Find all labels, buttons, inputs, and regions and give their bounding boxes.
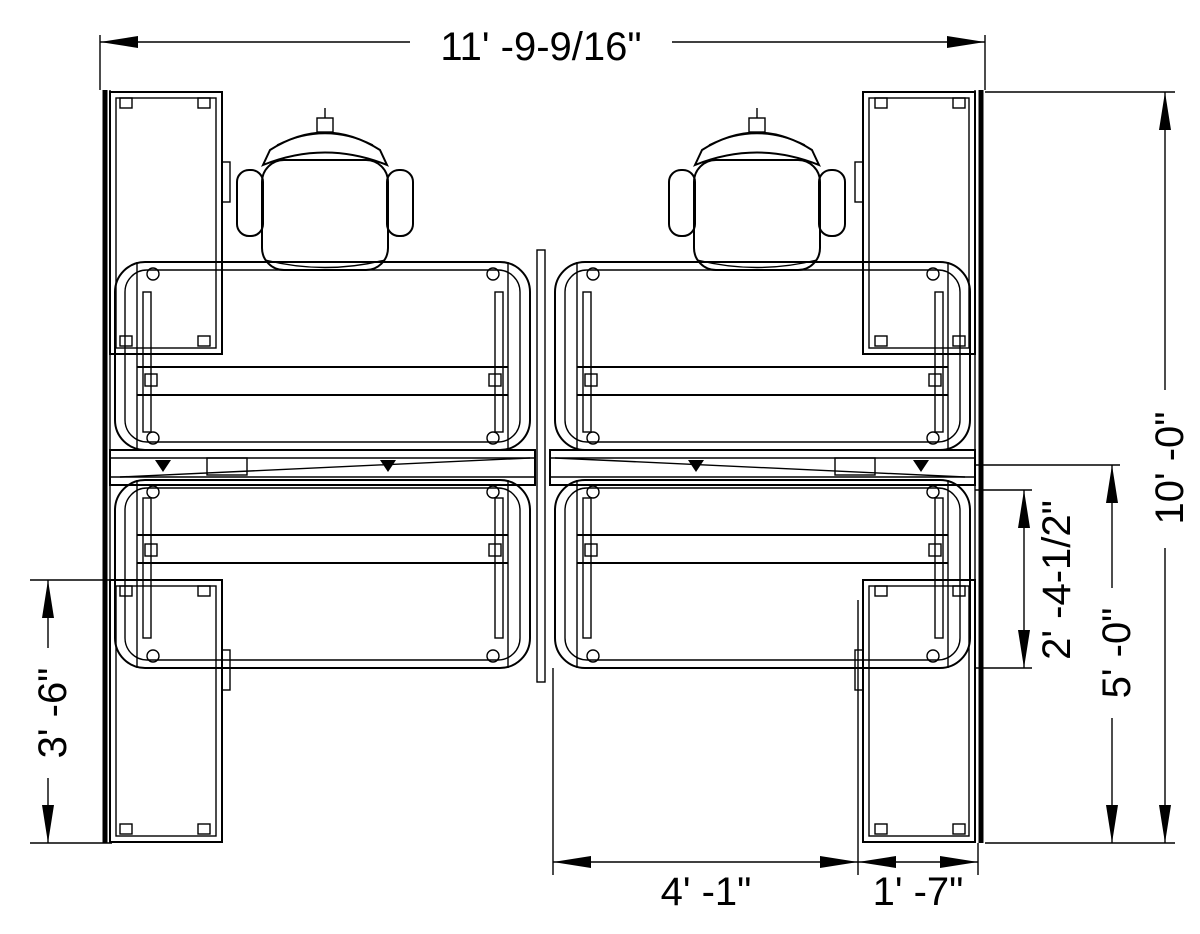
svg-text:1' -7": 1' -7" bbox=[873, 870, 964, 914]
desk-bottom-left bbox=[114, 479, 531, 669]
svg-text:4' -1": 4' -1" bbox=[661, 870, 752, 914]
center-spine bbox=[109, 449, 976, 486]
svg-text:2' -4-1/2": 2' -4-1/2" bbox=[1035, 500, 1079, 660]
chair-left bbox=[236, 107, 414, 271]
desk-top-right bbox=[554, 261, 971, 451]
svg-text:3' -6": 3' -6" bbox=[31, 668, 75, 759]
dim-half-depth: 5' -0" bbox=[975, 464, 1139, 843]
svg-text:5' -0": 5' -0" bbox=[1095, 608, 1139, 699]
storage-top-right bbox=[854, 91, 976, 355]
storage-bottom-left bbox=[109, 579, 231, 843]
desk-bottom-right bbox=[554, 479, 971, 669]
svg-text:10' -0": 10' -0" bbox=[1148, 411, 1192, 524]
center-divider bbox=[536, 249, 546, 683]
svg-text:11' -9-9/16": 11' -9-9/16" bbox=[440, 25, 641, 69]
dim-storage-width: 1' -7" bbox=[858, 843, 979, 914]
dim-overall-depth: 10' -0" bbox=[985, 91, 1192, 844]
storage-top-left bbox=[109, 91, 231, 355]
dim-storage-length: 3' -6" bbox=[30, 579, 112, 844]
storage-bottom-right bbox=[854, 579, 976, 843]
dim-desk-depth: 2' -4-1/2" bbox=[975, 489, 1079, 669]
dim-overall-width: 11' -9-9/16" bbox=[99, 25, 986, 90]
chair-right bbox=[668, 107, 846, 271]
dim-desk-width: 4' -1" bbox=[552, 600, 859, 914]
desk-top-left bbox=[114, 261, 531, 451]
